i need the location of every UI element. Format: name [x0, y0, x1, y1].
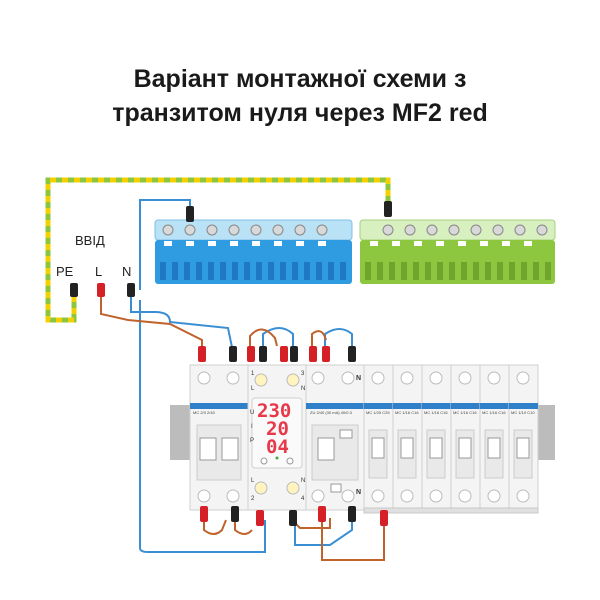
- group-breaker-6-label: МС 1/10 C10: [511, 410, 535, 415]
- main-breaker-label: МС 2/3 2/40: [193, 410, 216, 415]
- rcd: ZU 2/40 (30 mA) 40/0.3 N N: [305, 364, 365, 511]
- group-breaker-5: МС 1/16 C16: [479, 364, 510, 511]
- relay-pin-2: 2: [251, 496, 255, 502]
- relay-pin-4: 4: [301, 496, 305, 502]
- group-breaker-3-label: МС 1/16 C16: [424, 410, 448, 415]
- group-breaker-2: МС 1/16 C16: [392, 364, 423, 511]
- relay-pin-l-top: L: [251, 386, 255, 392]
- group-breakers: МС 1/25 C25 МС 1/16 C16 МС 1/16 C16 МС 1…: [363, 364, 539, 511]
- pe-wire: [45, 177, 391, 323]
- neutral-busbar: [154, 206, 353, 284]
- mf2-relay: 1 3 2 4 L N L N U I P 230 20 04: [247, 364, 307, 511]
- group-breaker-6: МС 1/10 C10: [508, 364, 539, 511]
- top-plugs: [198, 346, 356, 362]
- main-breaker: МС 2/3 2/40: [189, 364, 249, 511]
- terminal-n-label: N: [122, 264, 132, 279]
- relay-pin-n-top: N: [301, 386, 305, 392]
- neutral-wires: [130, 199, 353, 553]
- display-voltage: 230: [257, 400, 291, 422]
- n-marker-top: N: [356, 375, 361, 382]
- rcd-label: ZU 2/40 (30 mA) 40/0.3: [310, 410, 353, 415]
- group-breaker-5-label: МС 1/16 C16: [482, 410, 506, 415]
- display-power: 04: [266, 436, 289, 458]
- input-plug-n: [127, 283, 135, 297]
- relay-i-label: I: [251, 424, 253, 430]
- group-breaker-4: МС 1/16 C16: [450, 364, 481, 511]
- bottom-plugs: [200, 506, 388, 526]
- input-label: ВВІД: [75, 233, 105, 248]
- relay-u-label: U: [250, 410, 254, 416]
- input-plug-pe: [70, 283, 78, 297]
- group-breaker-2-label: МС 1/16 C16: [395, 410, 419, 415]
- display-current: 20: [266, 418, 289, 440]
- pe-busbar: [359, 201, 556, 284]
- group-breaker-1-label: МС 1/25 C25: [366, 410, 390, 415]
- relay-p-label: P: [250, 438, 254, 444]
- terminal-l-label: L: [95, 264, 103, 279]
- relay-pin-l-bottom: L: [251, 478, 255, 484]
- comb-busbar: [363, 507, 539, 514]
- group-breaker-4-label: МС 1/16 C16: [453, 410, 477, 415]
- group-breaker-1: МС 1/25 C25: [363, 364, 394, 511]
- input-plug-l: [97, 283, 105, 297]
- terminal-pe-label: PE: [56, 264, 74, 279]
- n-marker-bottom: N: [356, 489, 361, 496]
- page-title: Варіант монтажної схеми з транзитом нуля…: [0, 62, 600, 130]
- group-breaker-3: МС 1/16 C16: [421, 364, 452, 511]
- relay-pin-n-bottom: N: [301, 478, 305, 484]
- relay-pin-3: 3: [301, 371, 305, 377]
- title-line-1: Варіант монтажної схеми з: [133, 65, 467, 93]
- title-line-2: транзитом нуля через MF2 red: [112, 99, 488, 127]
- relay-pin-1: 1: [251, 371, 255, 377]
